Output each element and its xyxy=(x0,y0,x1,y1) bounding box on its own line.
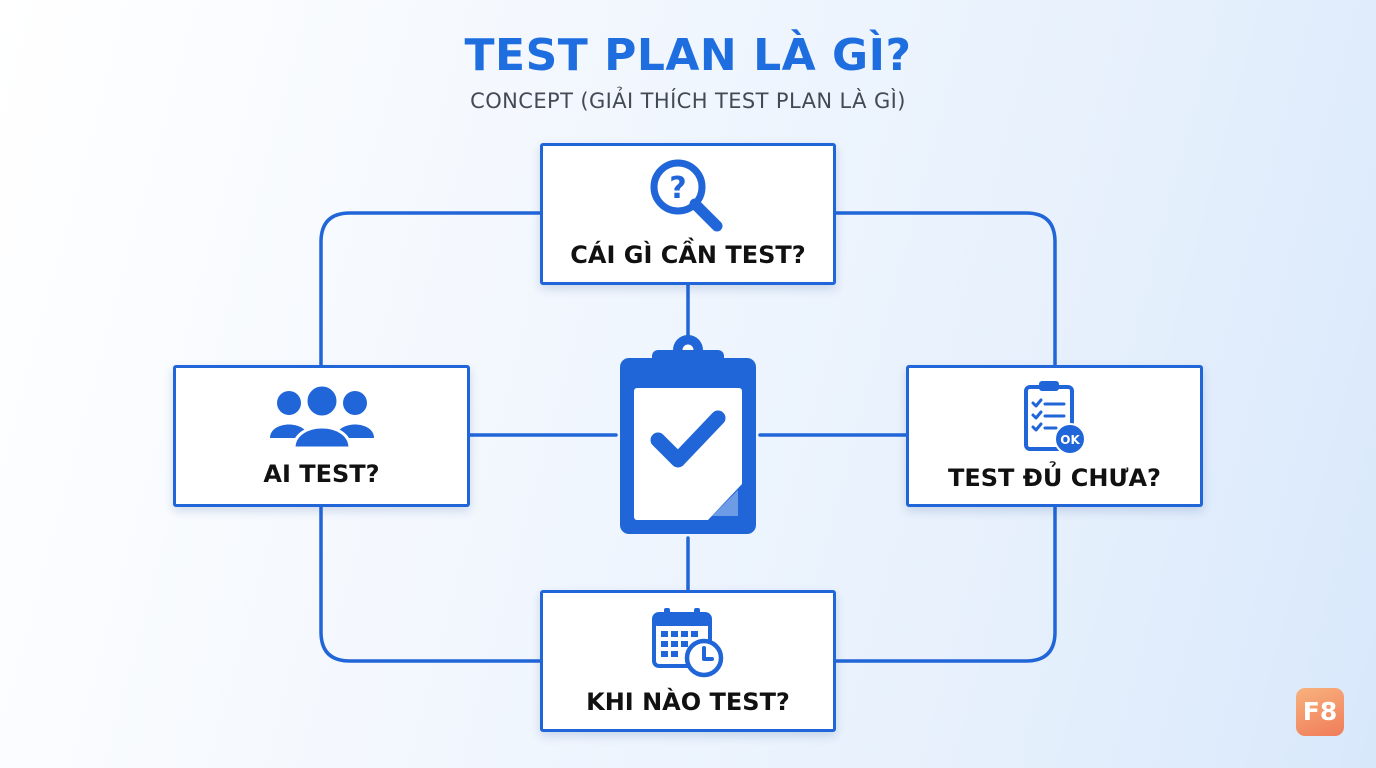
node-label-test-enough: TEST ĐỦ CHƯA? xyxy=(948,464,1161,492)
node-what-to-test: ? CÁI GÌ CẦN TEST? xyxy=(540,143,836,285)
node-label-when-to-test: KHI NÀO TEST? xyxy=(586,688,790,716)
node-label-who-tests: AI TEST? xyxy=(263,460,380,488)
node-who-tests: AI TEST? xyxy=(173,365,470,507)
connector-bottom-left xyxy=(319,504,542,663)
connector-top-left xyxy=(319,211,542,369)
node-label-what-to-test: CÁI GÌ CẦN TEST? xyxy=(570,241,806,269)
node-test-enough: OK TEST ĐỦ CHƯA? xyxy=(906,365,1203,507)
people-group-icon xyxy=(269,386,374,450)
connector-top-right xyxy=(833,211,1057,369)
page-subtitle: CONCEPT (GIẢI THÍCH TEST PLAN LÀ GÌ) xyxy=(470,89,906,113)
f8-logo-badge: F8 xyxy=(1296,688,1344,736)
connector-bottom-right xyxy=(833,504,1057,663)
ok-badge-text: OK xyxy=(1060,433,1080,447)
checklist-ok-icon: OK xyxy=(1023,381,1086,455)
page-title: TEST PLAN LÀ GÌ? xyxy=(464,30,912,81)
clipboard-check-icon xyxy=(620,335,756,534)
calendar-clock-icon xyxy=(652,608,724,678)
svg-text:?: ? xyxy=(669,171,686,206)
search-question-icon: ? xyxy=(650,159,723,232)
node-when-to-test: KHI NÀO TEST? xyxy=(540,590,836,732)
